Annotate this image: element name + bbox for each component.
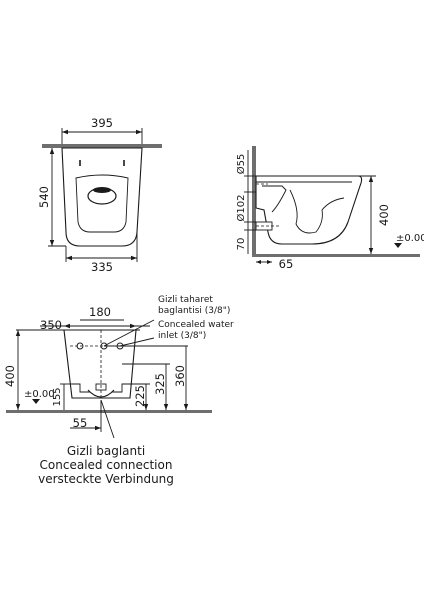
side-view: 400 ±0.00 Ø55 Ø102 70 65: [235, 146, 424, 271]
arrow: [256, 260, 261, 264]
arrow: [49, 240, 55, 246]
arrow: [15, 330, 21, 336]
dim-front-360: 360: [173, 365, 187, 387]
leader: [103, 319, 155, 347]
arrow: [15, 404, 21, 410]
arrow: [267, 260, 272, 264]
dim-front-bottom: 55: [73, 416, 88, 430]
arrow: [368, 176, 374, 182]
arrow: [66, 255, 72, 261]
side-view-wall: [252, 146, 256, 254]
dim-side-base: 70: [236, 238, 247, 251]
arrow: [163, 404, 169, 410]
arrow: [95, 425, 101, 431]
dim-side-pipe-top: Ø55: [235, 154, 247, 175]
dim-top-bowl-width: 335: [91, 260, 113, 274]
water-note-line1: Concealed water: [158, 320, 234, 330]
top-view-drain: [93, 187, 111, 193]
caption-line1: Gizli baglanti: [67, 444, 145, 458]
dim-side-pipe-mid: Ø102: [235, 195, 247, 222]
arrow: [183, 404, 189, 410]
caption-line2: Concealed connection: [40, 458, 173, 472]
side-view-floor: [252, 254, 420, 257]
dim-front-width: 350: [40, 318, 62, 332]
front-view-floor: [6, 410, 212, 413]
dim-top-width: 395: [91, 116, 113, 130]
arrow: [143, 404, 149, 410]
arrow: [49, 148, 55, 154]
caption: Gizli baglanti Concealed connection vers…: [38, 444, 174, 486]
side-view-trap: [289, 189, 345, 234]
side-view-inlet: [262, 185, 287, 213]
top-view-seat: [75, 174, 129, 233]
bidet-note-line1: Gizli taharet: [158, 295, 213, 305]
dim-side-offset: 65: [279, 257, 294, 271]
top-view: 395 540 335: [37, 116, 162, 274]
level-marker: [394, 243, 402, 248]
dim-side-height: 400: [377, 204, 391, 226]
dim-front-155: 155: [52, 387, 63, 406]
arrow: [368, 248, 374, 254]
side-view-bowl: [255, 175, 363, 245]
arrow: [131, 255, 137, 261]
dim-front-height: 400: [3, 365, 17, 387]
bidet-note-line2: baglantisi (3/8"): [158, 306, 230, 316]
level-marker: [32, 399, 40, 404]
arrow: [64, 323, 70, 329]
dim-front-spacing: 180: [89, 305, 111, 319]
caption-line3: versteckte Verbindung: [38, 472, 174, 486]
arrow: [130, 323, 136, 329]
leader: [100, 399, 115, 439]
leader: [119, 337, 155, 347]
water-note-line2: inlet (3/8"): [158, 331, 206, 341]
arrow: [136, 129, 142, 135]
arrow: [62, 129, 68, 135]
top-view-wall: [42, 144, 162, 148]
front-level-label: ±0.00: [24, 389, 55, 400]
side-level-label: ±0.00: [396, 233, 424, 244]
dim-top-depth: 540: [37, 186, 51, 208]
dim-front-325: 325: [153, 373, 167, 395]
dim-front-225: 225: [133, 385, 147, 407]
front-view: 350 180 Gizli taharet baglantisi (3/8") …: [3, 295, 234, 439]
